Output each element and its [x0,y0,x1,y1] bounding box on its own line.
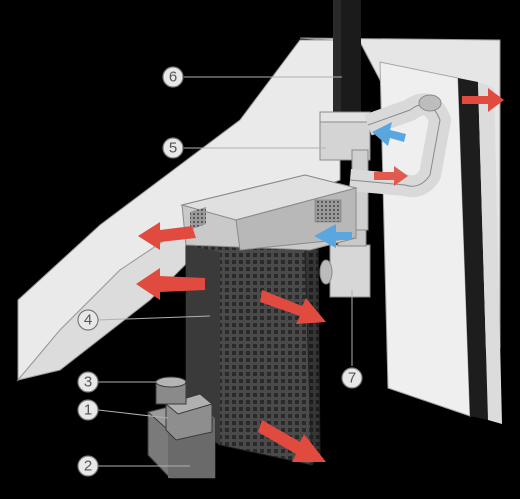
fuel-pump [155,376,187,405]
callout-6-label: 6 [169,69,177,86]
warm-arrow-front [260,290,326,324]
flue-pipe [333,0,361,120]
warm-air-arrows [136,88,504,462]
callout-7-label: 7 [348,370,356,387]
burner [164,393,214,441]
cool-arrow-intake [314,224,352,248]
callout-1: 1 [77,399,99,421]
warm-arrow-top-left [138,222,196,250]
left-wall [16,39,341,382]
warm-arrow-mid-left [136,268,205,300]
callout-5-label: 5 [169,140,177,157]
callout-1-label: 1 [84,402,92,419]
warm-arrow-bottom [258,420,326,462]
callout-lines [97,76,353,467]
callout-3: 3 [77,371,99,393]
callout-4: 4 [77,309,99,331]
warm-arrow-outlet [462,88,504,112]
callout-2-label: 2 [84,458,92,475]
callout-6: 6 [162,66,184,88]
callout-7: 7 [341,367,363,389]
callout-2: 2 [77,455,99,477]
callout-5: 5 [162,137,184,159]
callouts: 6 5 4 3 1 2 7 [77,66,363,477]
cool-arrow-return [372,122,406,146]
partition-wall [379,61,502,424]
warm-arrow-duct [374,166,408,186]
callout-4-label: 4 [84,312,92,329]
callout-3-label: 3 [84,374,92,391]
cool-air-arrows [314,122,406,248]
